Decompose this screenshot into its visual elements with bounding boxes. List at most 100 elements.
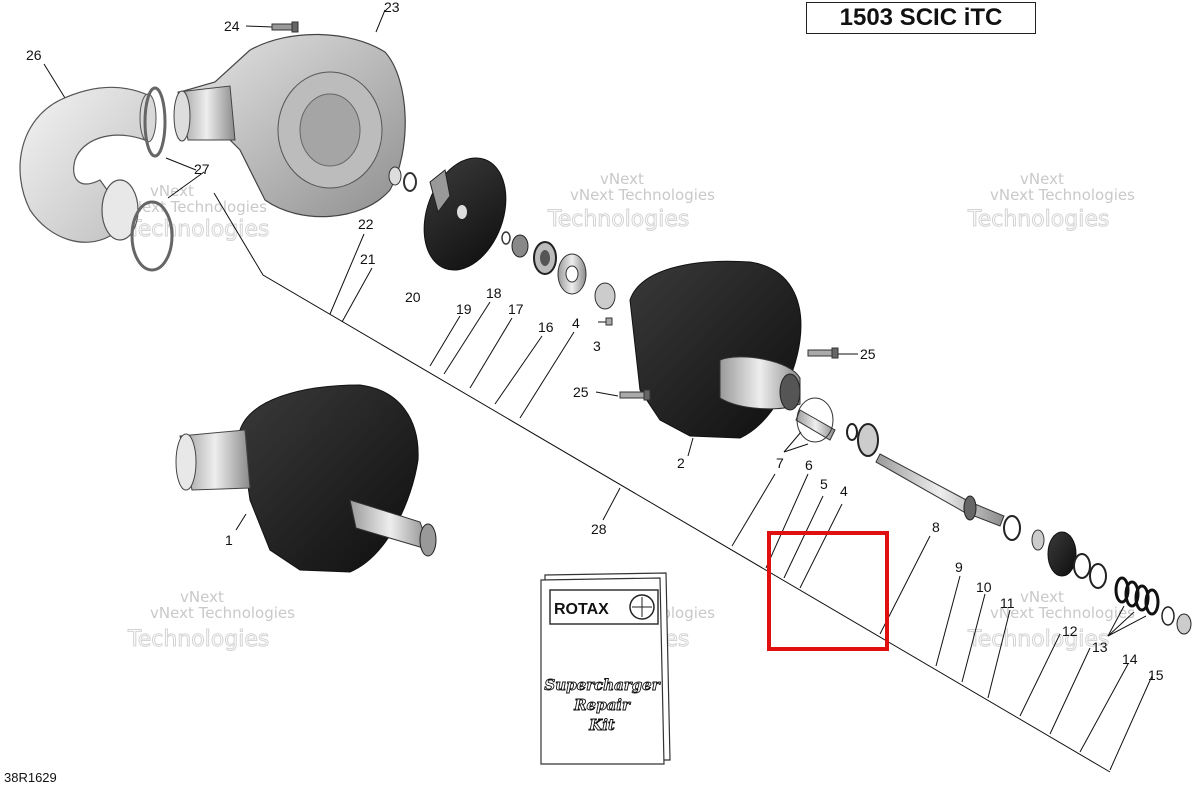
leader-12 — [1019, 633, 1061, 717]
callout-2: 2 — [677, 455, 685, 471]
bearing-4a — [594, 282, 616, 310]
washer-21 — [403, 172, 417, 192]
leader-lines — [43, 9, 1153, 773]
watermark-line2: Technologies — [127, 627, 269, 652]
leader-22 — [329, 233, 365, 315]
nut-15 — [1176, 613, 1192, 635]
watermark-line3: vNext Technologies — [570, 186, 715, 204]
callout-21: 21 — [360, 251, 376, 267]
callout-3: 3 — [593, 338, 601, 354]
watermark: vNext vNext Technologies Technologies — [967, 170, 1136, 233]
ring-19 — [501, 231, 511, 245]
watermark: vNext vNext Technologies Technologies — [967, 588, 1136, 653]
washer-16 — [557, 253, 587, 295]
compressor-cover-23 — [173, 33, 406, 218]
callout-10: 10 — [976, 579, 992, 595]
callout-19: 19 — [456, 301, 472, 317]
kit-brand-text: ROTAX — [554, 601, 609, 618]
leader-16 — [494, 335, 543, 405]
callout-28: 28 — [591, 521, 607, 537]
watermark-line3: vNext Technologies — [990, 604, 1135, 622]
callout-11: 11 — [1000, 595, 1015, 611]
callout-4a: 4 — [572, 315, 580, 331]
intake-pipe-26 — [19, 86, 157, 243]
leader-27a — [165, 157, 197, 171]
callout-27: 27 — [194, 161, 210, 177]
callout-14: 14 — [1122, 651, 1138, 667]
leader-9 — [935, 575, 961, 667]
bearing-4b — [857, 423, 879, 457]
callout-16: 16 — [538, 319, 554, 335]
leader-10 — [961, 593, 986, 683]
housing-2 — [629, 260, 802, 439]
impeller-20 — [423, 157, 507, 271]
callout-6: 6 — [805, 457, 813, 473]
callout-12: 12 — [1062, 623, 1078, 639]
gear-11 — [1047, 531, 1077, 577]
leader-19 — [429, 315, 461, 367]
leader-23 — [375, 9, 386, 33]
screw-24 — [271, 21, 299, 33]
leader-6 — [765, 473, 809, 569]
leader-2 — [687, 437, 694, 457]
leader-17 — [469, 317, 513, 389]
assembly-baseline — [213, 192, 1111, 773]
leader-21 — [341, 267, 373, 323]
callout-13: 13 — [1092, 639, 1108, 655]
leader-24 — [245, 25, 273, 28]
watermark-line2: Technologies — [547, 207, 689, 232]
kit-line1-text: Supercharger — [544, 676, 660, 694]
highlight-box — [767, 531, 889, 651]
leader-7 — [731, 473, 776, 547]
spacer-10 — [1031, 529, 1045, 551]
leader-18 — [443, 301, 491, 375]
watermark-line3: vNext Technologies — [122, 198, 267, 216]
watermark-line1: vNext — [600, 170, 644, 188]
leader-13 — [1049, 647, 1091, 735]
leader-5 — [783, 495, 824, 579]
washer-9 — [1003, 515, 1021, 541]
callout-7: 7 — [776, 455, 784, 471]
repair-kit-28: ROTAX Supercharger Repair Kit — [540, 572, 671, 765]
callout-24: 24 — [224, 18, 240, 34]
watermark-line2: Technologies — [967, 207, 1109, 232]
leader-11 — [987, 609, 1011, 699]
callout-26: 26 — [26, 47, 42, 63]
model-title: 1503 SCIC iTC — [806, 2, 1036, 34]
callout-9: 9 — [955, 559, 963, 575]
callout-1: 1 — [225, 532, 233, 548]
leader-13d — [1107, 615, 1147, 637]
washer-14 — [1161, 606, 1175, 626]
leader-1 — [235, 513, 247, 531]
bearing-17 — [533, 241, 557, 275]
leader-4b — [799, 503, 843, 589]
bushing-18 — [511, 234, 529, 258]
watermark-line3: vNext Technologies — [990, 186, 1135, 204]
watermark-line2: Technologies — [967, 627, 1109, 652]
watermark-line3: vNext Technologies — [150, 604, 295, 622]
ring-6 — [846, 423, 858, 441]
leader-27b — [167, 171, 205, 199]
clamp-27 — [130, 86, 174, 272]
watermark-line1: vNext — [150, 182, 194, 200]
nut-22 — [388, 166, 402, 186]
leader-14 — [1079, 663, 1129, 753]
leader-15 — [1109, 675, 1153, 771]
callout-4b: 4 — [840, 483, 848, 499]
watermark: vNext vNext Technologies Technologies — [127, 588, 296, 653]
callout-15: 15 — [1148, 667, 1164, 683]
watermark: vNext vNext Technologies Technologies — [547, 170, 716, 233]
callout-labels: 1 2 3 4 4 5 6 7 8 9 10 11 12 13 14 15 16… — [26, 0, 1164, 683]
bolt-25a — [619, 389, 651, 401]
watermark-line1: vNext — [1020, 588, 1064, 606]
leader-28 — [602, 487, 621, 521]
kit-line2-text: Repair — [573, 696, 631, 714]
leader-4a — [519, 331, 575, 419]
bolt-25b — [807, 347, 839, 359]
leader-25a — [595, 391, 619, 397]
leader-7b — [783, 431, 802, 453]
callout-25a: 25 — [573, 384, 589, 400]
callout-25b: 25 — [860, 346, 876, 362]
